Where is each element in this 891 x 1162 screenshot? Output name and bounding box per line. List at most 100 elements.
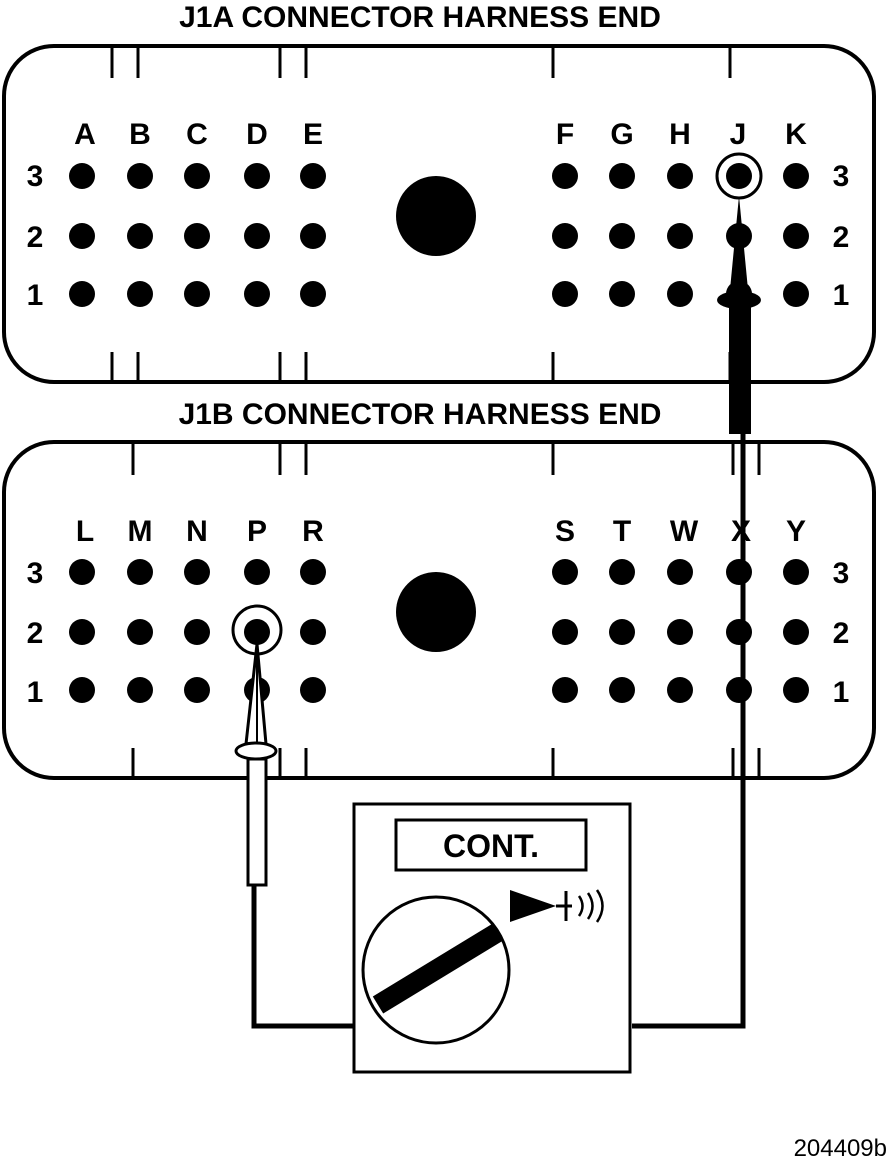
j1a-col-label-c: C (186, 118, 208, 151)
j1b-pin-x2 (726, 619, 752, 645)
j1a-pin-b2 (127, 223, 153, 249)
j1b-connector: J1B CONNECTOR HARNESS END L M N P R S T … (2, 398, 876, 780)
j1a-col-label-j: J (730, 118, 747, 151)
j1b-pin-l1 (69, 677, 95, 703)
j1a-pin-k1 (783, 281, 809, 307)
j1b-pin-x3 (726, 559, 752, 585)
j1b-pin-l2 (69, 619, 95, 645)
j1b-row-label-1-left: 1 (27, 676, 44, 709)
j1a-pin-e3 (300, 163, 326, 189)
j1a-row-label-3-left: 3 (27, 160, 44, 193)
j1a-pin-j3 (726, 163, 752, 189)
j1a-pin-c3 (184, 163, 210, 189)
j1b-center-key (396, 572, 476, 652)
j1b-connector-body (2, 440, 876, 780)
j1a-col-label-e: E (303, 118, 323, 151)
j1a-pin-f3 (552, 163, 578, 189)
j1a-col-label-h: H (669, 118, 691, 151)
j1a-col-label-b: B (129, 118, 151, 151)
j1a-pin-k3 (783, 163, 809, 189)
j1a-col-label-g: G (610, 118, 633, 151)
j1a-col-label-f: F (556, 118, 574, 151)
j1a-row-label-1-right: 1 (833, 279, 850, 312)
j1b-pin-y3 (783, 559, 809, 585)
j1b-pin-s1 (552, 677, 578, 703)
j1b-row-label-3-left: 3 (27, 557, 44, 590)
j1a-pin-d1 (244, 281, 270, 307)
j1a-pin-d2 (244, 223, 270, 249)
j1a-pin-f1 (552, 281, 578, 307)
selector-pointer (372, 923, 504, 1014)
probe-right-wire (632, 434, 746, 1029)
j1b-row-label-2-right: 2 (833, 617, 850, 650)
j1b-pin-m2 (127, 619, 153, 645)
j1b-connector-title: J1B CONNECTOR HARNESS END (179, 398, 662, 431)
j1b-col-label-r: R (302, 515, 324, 548)
probe-right-handle (729, 300, 751, 434)
j1a-connector-body (2, 44, 876, 384)
j1a-pin-h1 (667, 281, 693, 307)
j1b-pin-p2 (244, 619, 270, 645)
j1b-col-label-n: N (186, 515, 208, 548)
j1a-pin-a3 (69, 163, 95, 189)
j1a-col-label-d: D (246, 118, 268, 151)
j1b-pin-x1 (726, 677, 752, 703)
j1a-pin-a2 (69, 223, 95, 249)
j1b-pin-t2 (609, 619, 635, 645)
j1a-pin-g2 (609, 223, 635, 249)
probe-right (632, 196, 761, 1029)
j1b-pin-y2 (783, 619, 809, 645)
j1b-pin-r1 (300, 677, 326, 703)
j1b-pin-l3 (69, 559, 95, 585)
probe-left-handle (246, 757, 268, 887)
j1a-center-key (396, 176, 476, 256)
multimeter-display (394, 818, 588, 872)
j1b-col-label-m: M (128, 515, 153, 548)
j1a-pin-grid (69, 163, 809, 307)
j1a-pin-g1 (609, 281, 635, 307)
diode-continuity-icon (510, 889, 604, 923)
multimeter-mode-label: CONT. (443, 828, 539, 864)
j1b-pin-n3 (184, 559, 210, 585)
j1a-pin-e1 (300, 281, 326, 307)
j1a-pin-g3 (609, 163, 635, 189)
multimeter: CONT. (352, 802, 632, 1074)
j1b-col-label-s: S (555, 515, 575, 548)
j1b-col-label-t: T (613, 515, 631, 548)
j1b-row-label-1-right: 1 (833, 676, 850, 709)
probe-left (234, 643, 354, 1029)
j1a-keyways (110, 46, 732, 382)
j1a-row-label-2-right: 2 (833, 221, 850, 254)
j1b-pin-t1 (609, 677, 635, 703)
j1b-pin-m3 (127, 559, 153, 585)
j1a-pin-d3 (244, 163, 270, 189)
j1a-connector-title: J1A CONNECTOR HARNESS END (179, 1, 661, 34)
j1b-pin-p3 (244, 559, 270, 585)
j1b-col-label-p: P (247, 515, 267, 548)
j1b-pin-w2 (667, 619, 693, 645)
j1a-pin-f2 (552, 223, 578, 249)
figure-number: 204409b (794, 1135, 887, 1162)
probe-left-wire (251, 885, 354, 1029)
j1a-pin-b3 (127, 163, 153, 189)
j1b-row-label-3-right: 3 (833, 557, 850, 590)
j1a-row-label-3-right: 3 (833, 160, 850, 193)
j1b-keyways (131, 442, 761, 778)
j1a-pin-h3 (667, 163, 693, 189)
probe-left-collar (234, 741, 278, 761)
j1a-row-label-1-left: 1 (27, 279, 44, 312)
j1b-pin-r2 (300, 619, 326, 645)
j1b-pin-n2 (184, 619, 210, 645)
j1b-row-label-2-left: 2 (27, 617, 44, 650)
j1b-pin-w3 (667, 559, 693, 585)
j1b-col-label-l: L (76, 515, 94, 548)
j1b-pin-s3 (552, 559, 578, 585)
j1b-pin-n1 (184, 677, 210, 703)
j1a-pin-c1 (184, 281, 210, 307)
j1b-pin-y1 (783, 677, 809, 703)
j1b-pin-r3 (300, 559, 326, 585)
j1b-pin-w1 (667, 677, 693, 703)
j1a-pin-a1 (69, 281, 95, 307)
j1a-pin-c2 (184, 223, 210, 249)
